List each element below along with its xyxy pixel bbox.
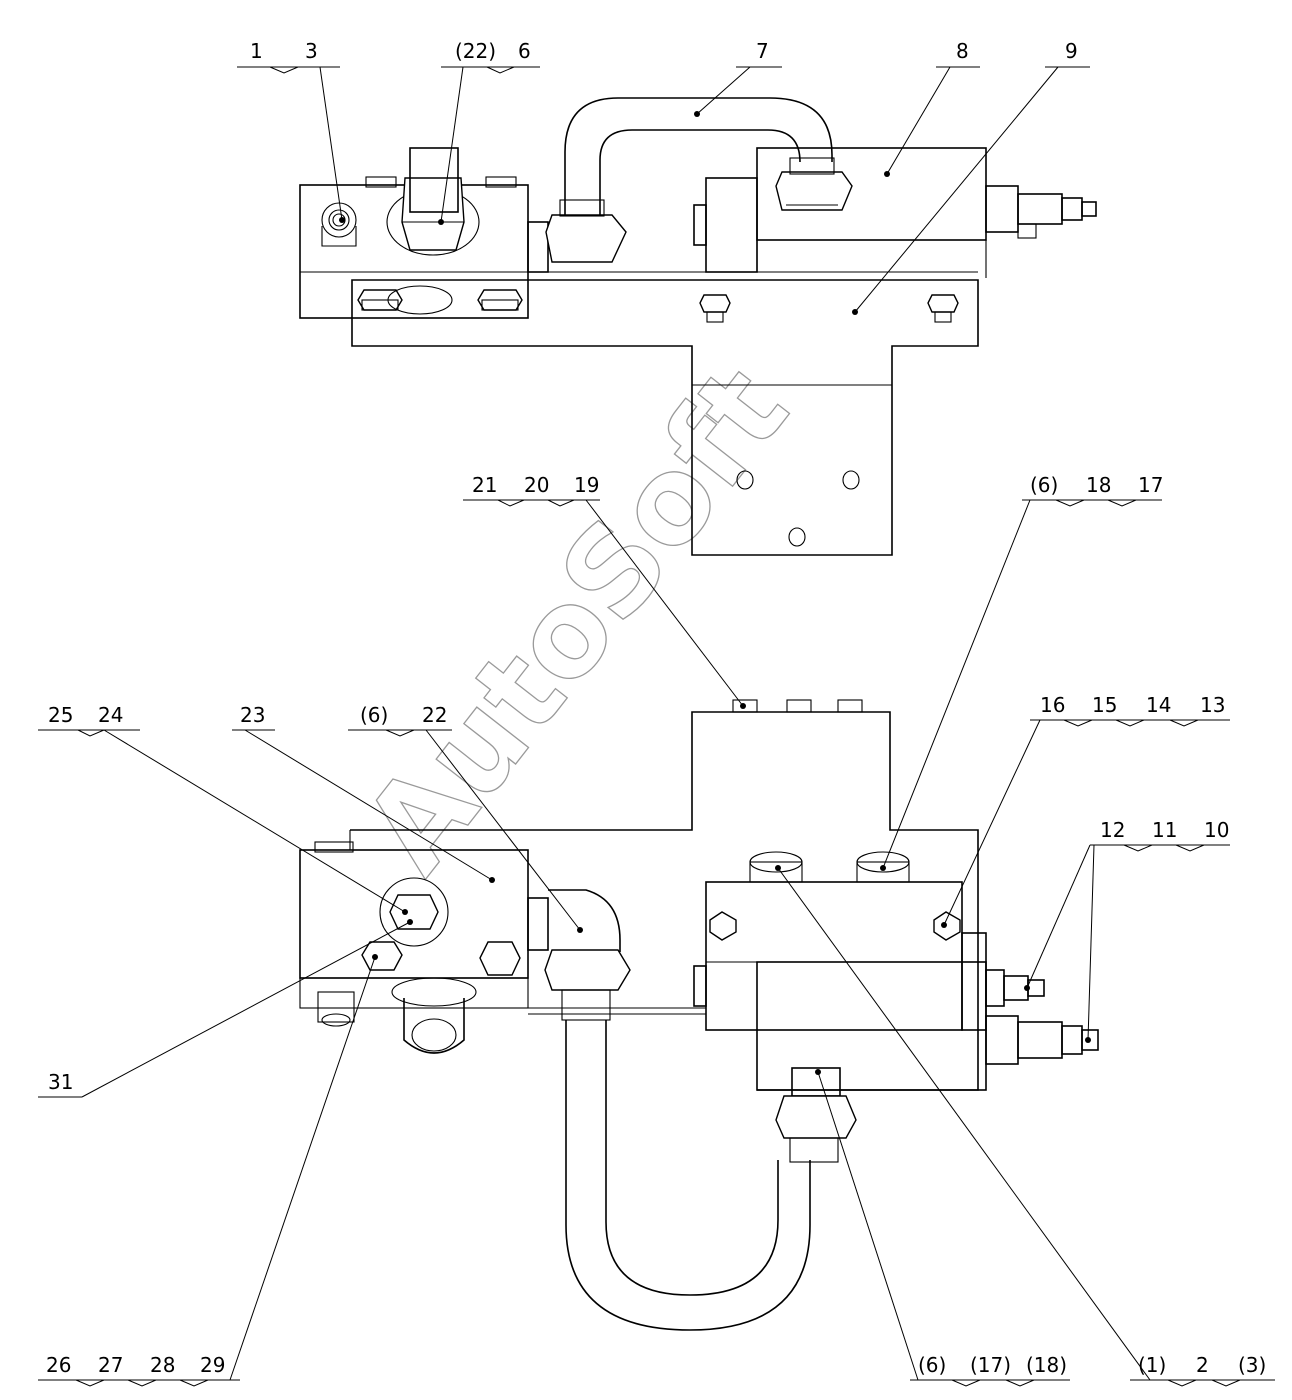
plug-13-16 — [933, 911, 961, 941]
callout-label: (1) — [1138, 1353, 1166, 1377]
hose-7-fitting-right — [775, 171, 853, 211]
callout-label: (18) — [1026, 1353, 1067, 1377]
fitting-3-outer — [321, 202, 357, 238]
lower-mounting-plate — [350, 711, 979, 1091]
callout-label: 29 — [200, 1353, 225, 1377]
upper-assembly — [299, 97, 1097, 556]
callout-label: 14 — [1146, 693, 1171, 717]
callout-label: 26 — [46, 1353, 71, 1377]
callout-label: 6 — [518, 39, 531, 63]
callout-label: 11 — [1152, 818, 1177, 842]
callout-label: 17 — [1138, 473, 1163, 497]
callout-label: 21 — [472, 473, 497, 497]
callout-label: 23 — [240, 703, 265, 727]
callout-label: (6) — [360, 703, 388, 727]
callout-label: 2 — [1196, 1353, 1209, 1377]
callout-label: 7 — [756, 39, 769, 63]
callout-label: 20 — [524, 473, 549, 497]
cap-screw-head — [485, 176, 517, 188]
callout-label: 15 — [1092, 693, 1117, 717]
callout-label: 28 — [150, 1353, 175, 1377]
plug-24-flange — [379, 877, 449, 947]
callout-label: 25 — [48, 703, 73, 727]
watermark-text: AutoSoft — [338, 342, 815, 898]
callout-label: (6) — [1030, 473, 1058, 497]
lower-hose — [565, 1020, 811, 1331]
callout-label: (17) — [970, 1353, 1011, 1377]
fitting-26-28 — [317, 991, 355, 1023]
callout-label: 27 — [98, 1353, 123, 1377]
callout-label: 31 — [48, 1070, 73, 1094]
callout-label: 1 — [250, 39, 263, 63]
upper-mounting-plate — [351, 279, 979, 556]
lower-assembly — [299, 699, 1099, 1331]
callout-label: 8 — [956, 39, 969, 63]
callout-label: 13 — [1200, 693, 1225, 717]
elbow-22-nut — [544, 949, 631, 991]
mounting-hole — [842, 470, 860, 490]
callout-label: 16 — [1040, 693, 1065, 717]
slot-washer — [387, 285, 453, 315]
fitting-3-inner — [328, 209, 350, 231]
callout-label: 9 — [1065, 39, 1078, 63]
callout-label: 12 — [1100, 818, 1125, 842]
callout-label: 3 — [305, 39, 318, 63]
lower-right-valve — [705, 881, 963, 1031]
callout-labels: 1 3 (22) 6 7 8 9 21 20 19 (6) 18 17 16 1… — [46, 39, 1266, 1377]
callout-label: (6) — [918, 1353, 946, 1377]
plug-25-hex — [389, 894, 439, 930]
fitting-6-stem — [409, 147, 459, 213]
mounting-hole — [736, 470, 754, 490]
callout-label: (22) — [455, 39, 496, 63]
elbow-22 — [548, 889, 621, 952]
bottom-fitting-6 — [775, 1095, 857, 1139]
plug-29 — [361, 941, 403, 971]
cap-screw-head — [365, 176, 397, 188]
callout-label: 19 — [574, 473, 599, 497]
hose-7-fitting-left — [545, 214, 627, 263]
callout-label: (3) — [1238, 1353, 1266, 1377]
callout-label: 18 — [1086, 473, 1111, 497]
callout-leaders — [38, 66, 1275, 1387]
fitting-6-hex — [401, 177, 465, 251]
callout-label: 22 — [422, 703, 447, 727]
bottom-port-fitting — [403, 998, 465, 1054]
callout-label: 10 — [1204, 818, 1229, 842]
callout-label: 24 — [98, 703, 123, 727]
hose-7 — [564, 97, 833, 215]
mounting-hole — [788, 527, 806, 547]
